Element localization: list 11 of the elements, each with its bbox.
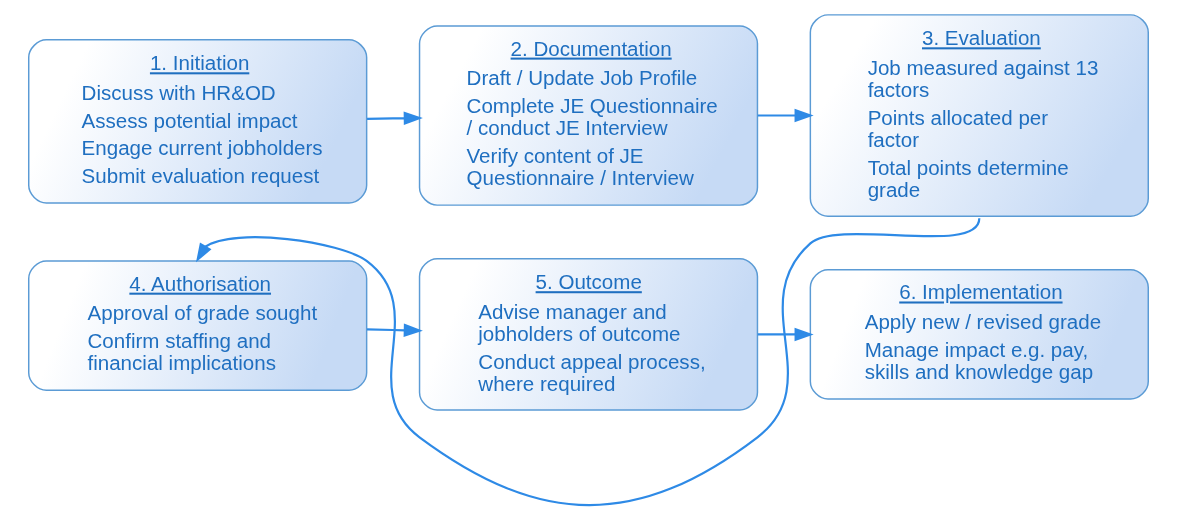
node-box: 1. Initiation Discuss with HR&OD Assess potential impact Engage current jobholders Submit evaluation request <box>28 38 368 204</box>
node-box: 2. Documentation Draft / Update Job Profile Complete JE Questionnaire / conduct JE Interview Verify content of JE Questionnaire / Interview <box>418 24 759 206</box>
arrow <box>196 217 981 506</box>
node-box: 6. Implementation Apply new / revised grade Manage impact e.g. pay, skills and knowledge gap <box>809 268 1149 400</box>
node-box: 3. Evaluation Job measured against 13 factors Points allocated per factor Total points determine grade <box>809 13 1149 217</box>
node-box: 5. Outcome Advise manager and jobholders of outcome Conduct appeal process, where required <box>418 257 759 411</box>
arrow <box>367 111 423 125</box>
node-box: 4. Authorisation Approval of grade sought Confirm staffing and financial implications <box>28 259 368 391</box>
arrow <box>757 327 814 341</box>
arrow <box>757 108 814 122</box>
arrow <box>367 323 423 337</box>
